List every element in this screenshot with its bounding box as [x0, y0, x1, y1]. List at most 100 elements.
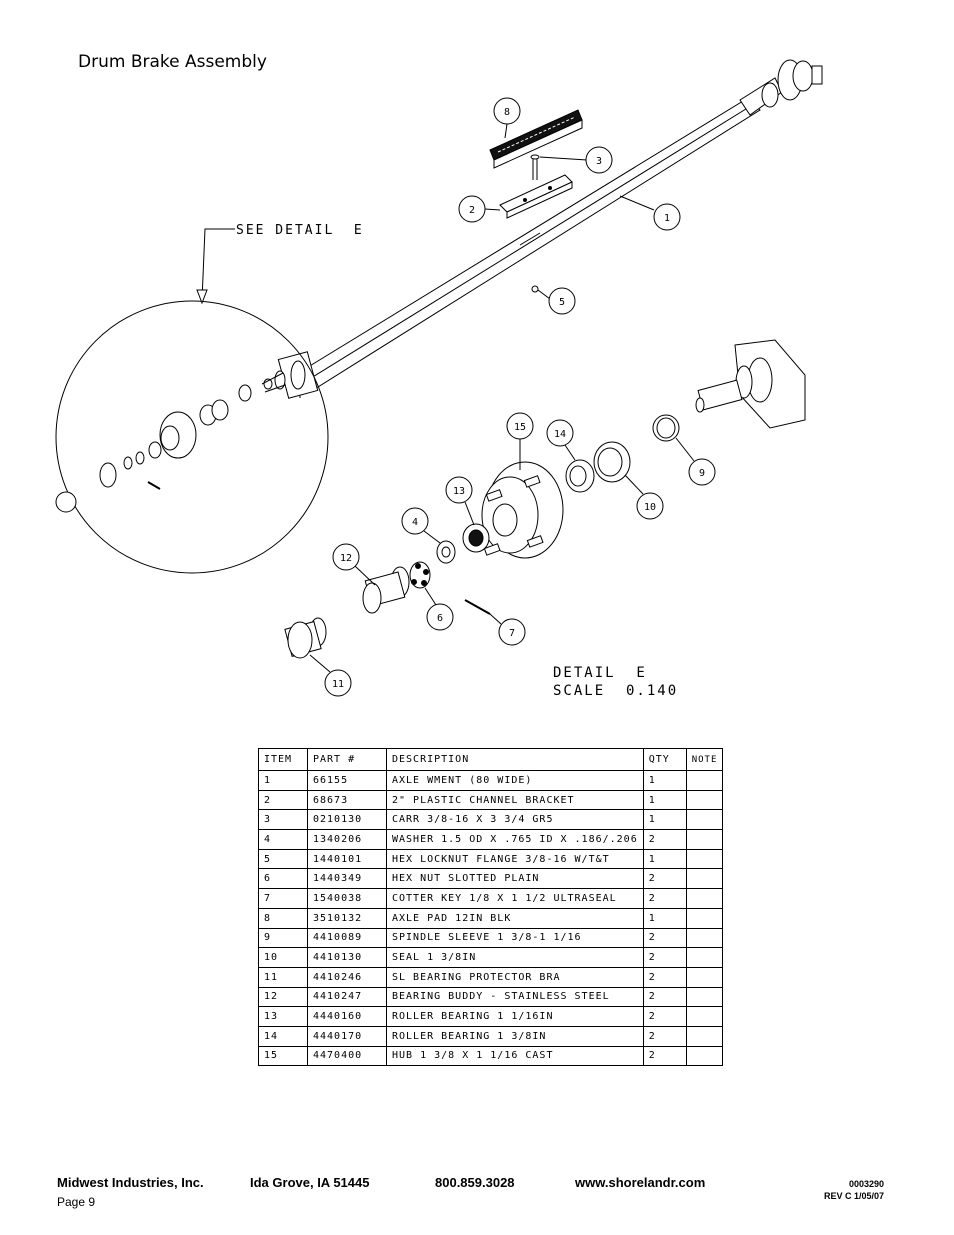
cell-item: 7 [258, 888, 308, 909]
cell-part: 4410246 [307, 966, 387, 988]
cell-part: 68673 [307, 789, 387, 811]
cell-note [685, 1025, 724, 1047]
seal [593, 441, 631, 483]
cell-item: 15 [258, 1045, 308, 1067]
cell-item: 2 [258, 789, 308, 811]
footer-website[interactable]: www.shorelandr.com [575, 1175, 706, 1190]
cell-part: 1340206 [307, 829, 387, 850]
cell-description: SL BEARING PROTECTOR BRA [386, 966, 644, 988]
cell-part: 4410247 [307, 986, 387, 1008]
axle-tube [294, 77, 783, 398]
cell-note [685, 907, 724, 929]
cell-item: 13 [258, 1006, 308, 1027]
svg-text:13: 13 [453, 486, 465, 497]
svg-text:14: 14 [554, 429, 566, 440]
page-number: Page 9 [57, 1195, 96, 1209]
cell-part: 4440170 [307, 1025, 387, 1047]
hub [481, 461, 564, 559]
balloon-8: 8 [493, 97, 521, 139]
cell-description: SEAL 1 3/8IN [386, 947, 644, 968]
cell-part: 4410130 [307, 947, 387, 968]
cell-note [685, 829, 724, 850]
cell-note [685, 966, 724, 988]
svg-text:8: 8 [504, 107, 510, 118]
balloon-7: 7 [489, 613, 526, 646]
cell-qty: 2 [642, 1006, 687, 1027]
balloon-6: 6 [424, 587, 454, 631]
cell-qty: 1 [642, 848, 687, 870]
cell-description: ROLLER BEARING 1 3/8IN [386, 1025, 644, 1047]
footer-location: Ida Grove, IA 51445 [250, 1175, 370, 1190]
cell-part: 4440160 [307, 1006, 387, 1027]
cell-part: 66155 [307, 770, 387, 791]
cell-part: 3510132 [307, 907, 387, 929]
cell-item: 1 [258, 770, 308, 791]
cell-description: BEARING BUDDY - STAINLESS STEEL [386, 986, 644, 1008]
svg-text:5: 5 [559, 297, 565, 308]
cell-note [685, 868, 724, 890]
cell-qty: 1 [642, 809, 687, 831]
cell-item: 3 [258, 809, 308, 831]
cell-qty: 1 [642, 789, 687, 811]
roller-bearing-large [565, 459, 595, 493]
footer-company: Midwest Industries, Inc. [57, 1175, 204, 1190]
cell-description: ROLLER BEARING 1 1/16IN [386, 1006, 644, 1027]
svg-text:9: 9 [699, 468, 705, 479]
left-spindle [261, 351, 319, 399]
cell-note [685, 1045, 724, 1067]
cell-description: AXLE WMENT (80 WIDE) [386, 770, 644, 791]
cell-part: 4410089 [307, 927, 387, 949]
cell-part: 0210130 [307, 809, 387, 831]
slotted-nut [409, 561, 431, 589]
cell-note [685, 848, 724, 870]
locknut [531, 285, 539, 293]
detail-scale: SCALE 0.140 [553, 683, 678, 699]
header-qty: QTY [642, 748, 687, 771]
svg-text:7: 7 [509, 628, 515, 639]
page-title: Drum Brake Assembly [78, 52, 267, 72]
balloon-12: 12 [332, 543, 376, 586]
cell-description: HEX NUT SLOTTED PLAIN [386, 868, 644, 890]
svg-text:6: 6 [437, 613, 443, 624]
cell-qty: 1 [642, 907, 687, 929]
washer [436, 540, 456, 564]
axle-pad [489, 109, 583, 169]
document-number: 0003290 REV C 1/05/07 [824, 1178, 884, 1202]
detail-protector [55, 491, 77, 513]
detail-label: DETAIL E [553, 665, 647, 681]
cell-part: 1440349 [307, 868, 387, 890]
cell-description: 2" PLASTIC CHANNEL BRACKET [386, 789, 644, 811]
balloon-2: 2 [458, 195, 501, 223]
cell-part: 1540038 [307, 888, 387, 909]
cell-item: 11 [258, 966, 308, 988]
table-header-row: ITEM PART # DESCRIPTION QTY NOTE [258, 748, 724, 771]
right-spindle-assembly [695, 339, 806, 429]
cell-note [685, 1006, 724, 1027]
exploded-assembly-drawing: 8 3 2 1 5 15 14 13 4 12 6 7 11 10 9 SEE … [55, 59, 823, 699]
cell-qty: 2 [642, 986, 687, 1008]
cell-item: 9 [258, 927, 308, 949]
cell-note [685, 789, 724, 811]
cell-item: 12 [258, 986, 308, 1008]
carriage-bolt [530, 154, 540, 180]
cell-description: SPINDLE SLEEVE 1 3/8-1 1/16 [386, 927, 644, 949]
spindle-sleeve [652, 414, 680, 442]
cell-note [685, 770, 724, 791]
cell-note [685, 986, 724, 1008]
cell-qty: 2 [642, 829, 687, 850]
svg-text:15: 15 [514, 422, 526, 433]
footer-phone: 800.859.3028 [435, 1175, 515, 1190]
cell-description: HUB 1 3/8 X 1 1/16 CAST [386, 1045, 644, 1067]
cell-description: HEX LOCKNUT FLANGE 3/8-16 W/T&T [386, 848, 644, 870]
bearing-protector [284, 617, 327, 659]
